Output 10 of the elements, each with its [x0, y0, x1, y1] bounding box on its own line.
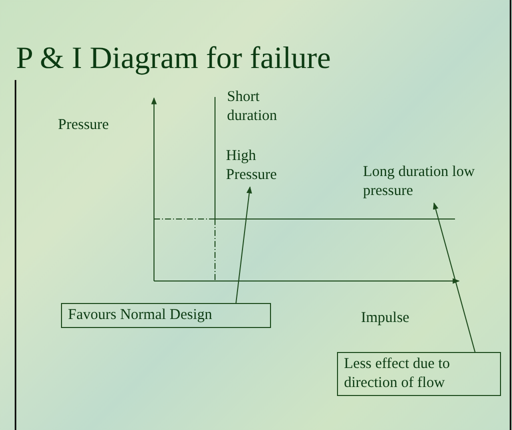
callout-box: Less effect due to direction of flow — [337, 352, 501, 396]
annotation-text: Long duration low pressure — [363, 163, 483, 201]
axis-label: Short duration — [227, 88, 278, 126]
title: P & I Diagram for failure — [16, 40, 331, 76]
axis-label: Pressure — [58, 116, 109, 135]
callout-box: Favours Normal Design — [61, 303, 271, 328]
leader-arrow — [236, 186, 252, 304]
axis-label: Impulse — [361, 309, 410, 328]
leader-arrow — [432, 202, 476, 352]
annotation-text: High Pressure — [226, 147, 300, 185]
